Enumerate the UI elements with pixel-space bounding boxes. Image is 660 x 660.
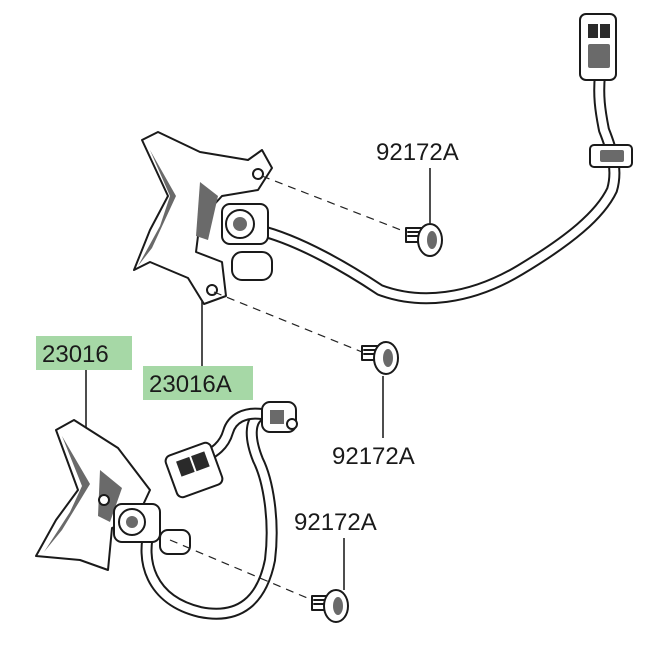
upper-bolt-label: 92172A [376,139,459,166]
lower-bolt-dash-line [169,539,313,601]
upper-wire-harness [252,69,621,305]
upper-switch-assembly [133,13,633,305]
lower-connector [164,441,224,499]
upper-wire-clip [589,144,633,168]
upper-bolt [405,223,443,257]
lower-switch-body [113,503,191,555]
lower-mount-hole [98,494,110,506]
lower-bolt [311,589,349,623]
upper-connector [579,13,617,81]
upper-switch-bracket [133,131,273,305]
lower-wire-cap [261,401,298,433]
lower-switch-assembly [35,401,298,620]
lower-bolt-label: 92172A [294,509,377,536]
middle-bolt-dash-line [213,291,363,353]
middle-bolt [361,341,399,375]
lower-switch-bracket [35,419,151,571]
upper-bolt-dash-line [261,175,407,233]
upper-mount-hole [206,284,218,296]
middle-bolt-label: 92172A [332,443,415,470]
lower-switch-label: 23016 [42,341,109,368]
lower-switch-label-highlight [36,336,132,370]
upper-switch-label: 23016A [149,371,232,398]
upper-mount-hole-2 [252,168,264,180]
upper-switch-body [221,203,273,281]
upper-switch-label-highlight [143,366,253,400]
